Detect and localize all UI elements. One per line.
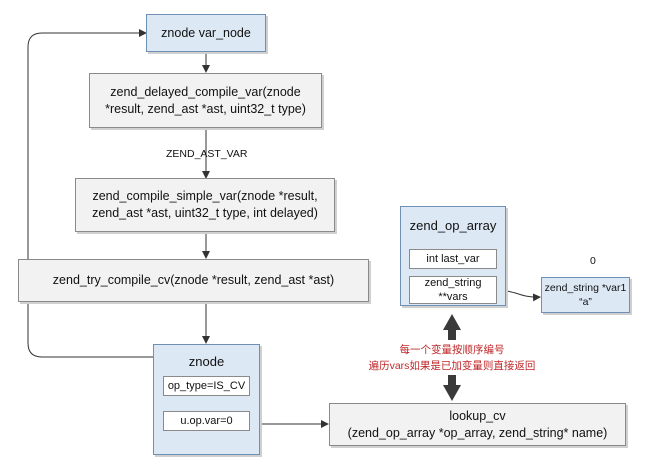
vars-field: zend_string **vars	[409, 276, 497, 304]
edge-vars-to-var1	[499, 290, 541, 302]
znode-var-node-label: znode var_node	[161, 25, 251, 40]
znode-var-node: znode var_node	[146, 14, 266, 52]
op-var-label: u.op.var=0	[180, 415, 233, 427]
op-type-label: op_type=IS_CV	[167, 380, 246, 392]
vars-lookup-note: 遍历vars如果是已加变量则直接返回	[368, 360, 536, 372]
zend-string-var1-label: zend_string *var1 “a”	[544, 282, 627, 308]
var-numbering-note: 每一个变量按顺序编号	[399, 344, 505, 356]
double-arrow	[443, 314, 461, 401]
try-compile-cv-label: zend_try_compile_cv(znode *result, zend_…	[52, 273, 335, 287]
zend-op-array-node: zend_op_array int last_var zend_string *…	[400, 206, 506, 306]
edge-loop-back	[27, 29, 153, 358]
compile-simple-var-label: zend_compile_simple_var(znode *result, z…	[92, 189, 318, 220]
last-var-field: int last_var	[409, 249, 497, 269]
delayed-compile-var-label: zend_delayed_compile_var(znode *result, …	[105, 84, 306, 116]
try-compile-cv-node: zend_try_compile_cv(znode *result, zend_…	[18, 259, 369, 302]
compile-simple-var-node: zend_compile_simple_var(znode *result, z…	[75, 178, 335, 232]
zend-op-array-title: zend_op_array	[409, 218, 497, 233]
znode-result-title: znode	[188, 354, 225, 369]
last-var-label: int last_var	[426, 253, 480, 265]
op-var-field: u.op.var=0	[163, 411, 250, 431]
op-type-field: op_type=IS_CV	[163, 376, 250, 396]
znode-result-node: znode op_type=IS_CV u.op.var=0	[153, 344, 260, 455]
edge-label-zend-ast-var: ZEND_AST_VAR	[166, 148, 248, 160]
lookup-cv-node: lookup_cv (zend_op_array *op_array, zend…	[329, 403, 626, 446]
var-index-label: 0	[590, 255, 596, 267]
vars-label: zend_string **vars	[424, 277, 482, 303]
zend-string-var1-node: zend_string *var1 “a”	[541, 277, 630, 313]
lookup-cv-label: lookup_cv (zend_op_array *op_array, zend…	[347, 408, 608, 440]
delayed-compile-var-node: zend_delayed_compile_var(znode *result, …	[89, 73, 322, 128]
